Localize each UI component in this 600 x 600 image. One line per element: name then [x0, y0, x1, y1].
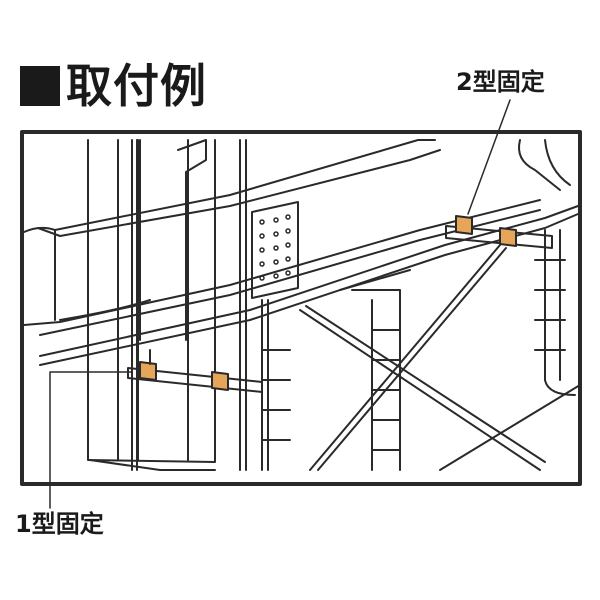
- type2-clamp-b: [499, 227, 517, 247]
- cross-bracing: [299, 244, 581, 471]
- type2-clamp-assembly: [445, 215, 553, 249]
- type2-fixing-label: 2型固定: [456, 68, 545, 96]
- page-title: 取付例: [20, 60, 207, 112]
- type2-leader-line: [467, 99, 511, 215]
- type1-clamp: [139, 361, 157, 381]
- steel-column-right: [518, 139, 576, 396]
- splice-plate: [251, 201, 299, 299]
- ladder-rungs: [261, 259, 566, 471]
- type1-fixing-label: 1型固定: [15, 510, 104, 538]
- black-square-icon: [20, 66, 60, 106]
- diagram-frame: [20, 130, 582, 486]
- title-text: 取付例: [66, 59, 207, 113]
- type1-leader-line: [49, 371, 133, 509]
- type1-clamp-b: [211, 371, 229, 391]
- type2-clamp: [455, 215, 473, 235]
- type1-clamp-assembly: [127, 349, 263, 393]
- steel-column: [87, 139, 216, 471]
